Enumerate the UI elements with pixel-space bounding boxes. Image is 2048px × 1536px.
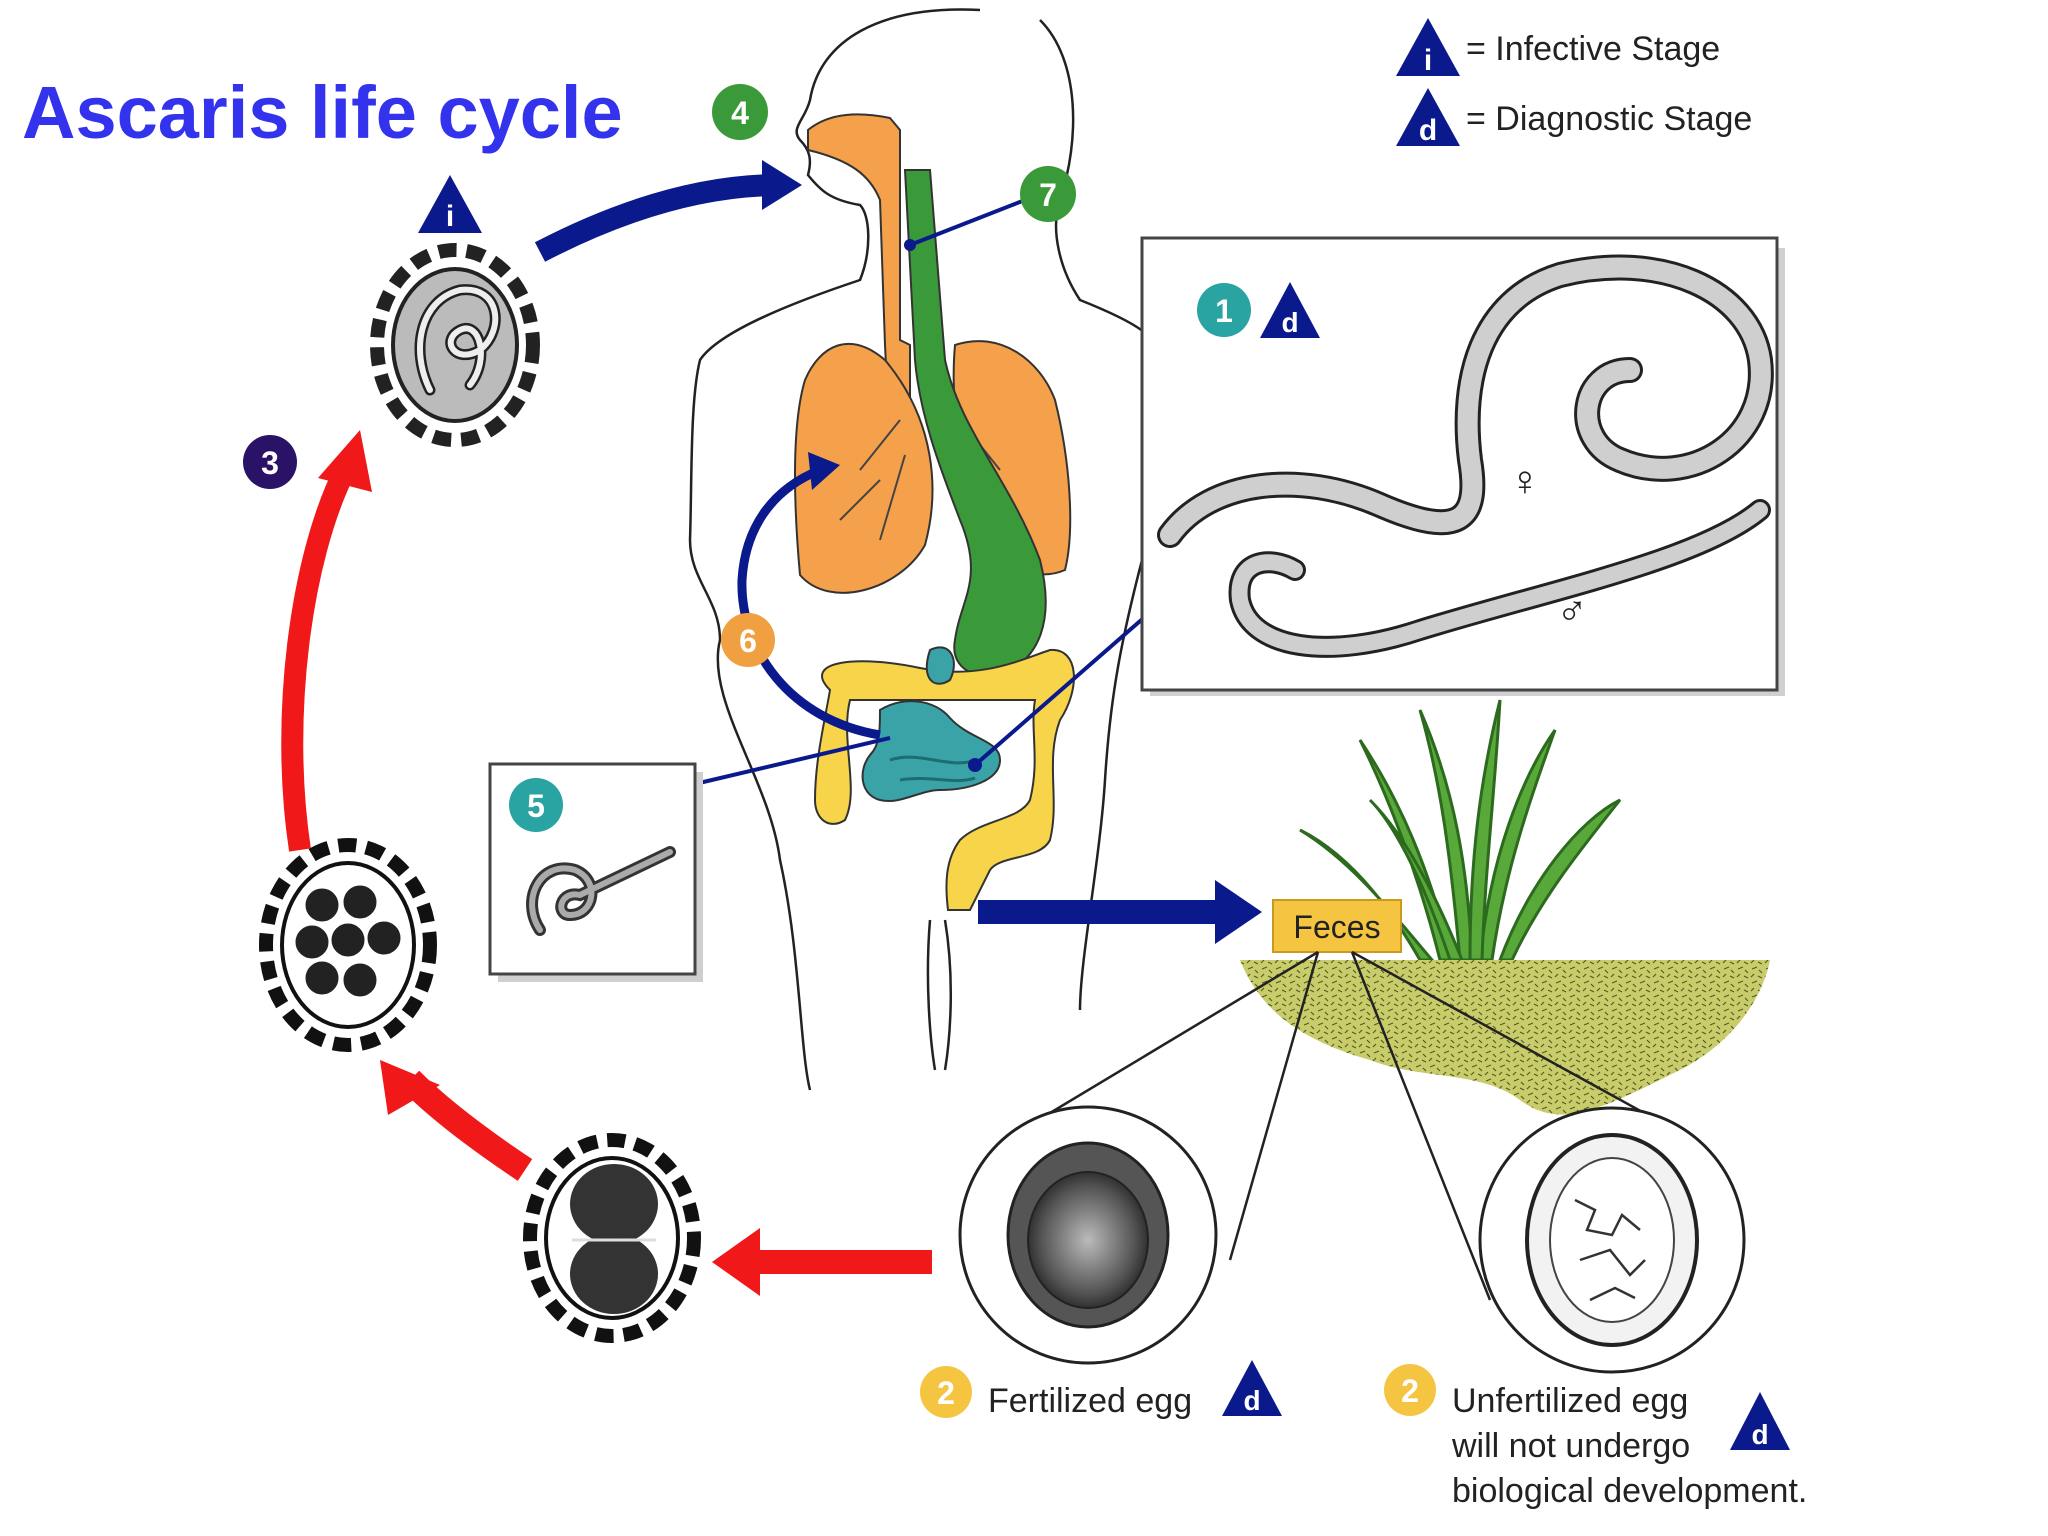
step-2-badge-fertilized xyxy=(920,1366,972,1418)
svg-text:d: d xyxy=(1751,1419,1768,1450)
svg-text:3: 3 xyxy=(261,445,279,481)
page-title: Ascaris life cycle xyxy=(22,71,623,154)
unfertilized-egg-label-group: 2 Unfertilized egg will not undergo biol… xyxy=(1384,1364,1807,1510)
red-arrow-left xyxy=(281,465,355,852)
step-4-badge: 4 xyxy=(712,84,768,140)
excretion-arrowhead xyxy=(1215,880,1262,944)
unfertilized-egg-circle xyxy=(1478,1106,1746,1374)
step-2-badge-unfertilized xyxy=(1384,1364,1436,1416)
step1-pointer xyxy=(973,606,1157,767)
adult-worms-panel: ♀ ♂ xyxy=(1140,236,1785,696)
svg-text:4: 4 xyxy=(731,95,749,131)
step-7-badge: 7 xyxy=(1020,166,1076,222)
fertilized-egg-label: Fertilized egg xyxy=(988,1382,1192,1420)
female-symbol: ♀ xyxy=(1509,457,1541,504)
svg-text:d: d xyxy=(1243,1385,1260,1416)
svg-text:d: d xyxy=(1419,114,1437,147)
large-intestine xyxy=(813,648,1075,911)
fertilized-egg-label-group: 2 Fertilized egg d xyxy=(920,1360,1282,1420)
red-arrow-lower-left xyxy=(400,1070,533,1181)
red-arrow-bottom xyxy=(760,1250,932,1274)
unfertilized-egg-label-3: biological development. xyxy=(1452,1472,1807,1510)
magnification-lines xyxy=(1029,950,1676,1301)
svg-text:5: 5 xyxy=(527,788,545,824)
svg-text:6: 6 xyxy=(739,623,757,659)
fertilized-egg xyxy=(1006,1141,1170,1329)
step7-pointer xyxy=(909,198,1026,247)
human-body-outline xyxy=(688,8,1157,1091)
egg-two-cell xyxy=(523,1133,701,1343)
step-5-badge: 5 xyxy=(509,778,563,832)
svg-text:2: 2 xyxy=(937,1375,955,1411)
step5-pointer xyxy=(677,736,891,790)
feces-box xyxy=(1272,899,1402,953)
unfertilized-egg-label-2: will not undergo xyxy=(1451,1427,1690,1465)
infective-marker-icon: i xyxy=(418,175,482,233)
legend: i = Infective Stage d = Diagnostic Stage xyxy=(1396,18,1752,147)
legend-infective-label: = Infective Stage xyxy=(1466,30,1720,68)
svg-text:7: 7 xyxy=(1039,177,1057,213)
legend-diagnostic-label: = Diagnostic Stage xyxy=(1466,100,1752,138)
step-1-badge: 1 xyxy=(1197,283,1251,337)
diagnostic-marker-icon: d xyxy=(1730,1392,1790,1450)
step-3-badge: 3 xyxy=(243,435,297,489)
egg-morula xyxy=(259,838,437,1052)
svg-text:i: i xyxy=(1424,44,1432,77)
ingestion-arrow xyxy=(534,174,781,262)
migration-arrow xyxy=(737,465,881,740)
svg-text:d: d xyxy=(1281,307,1298,338)
diagnostic-marker-icon: d xyxy=(1260,282,1320,338)
svg-text:i: i xyxy=(446,200,454,233)
unfertilized-egg-label-1: Unfertilized egg xyxy=(1452,1382,1688,1420)
fertilized-egg-circle xyxy=(958,1105,1218,1365)
small-intestine xyxy=(861,646,1002,802)
diagnostic-stage-icon: d xyxy=(1396,88,1460,147)
svg-text:1: 1 xyxy=(1215,293,1233,329)
male-symbol: ♂ xyxy=(1556,587,1588,634)
svg-text:2: 2 xyxy=(1401,1373,1419,1409)
excretion-arrow xyxy=(978,900,1218,924)
ingestion-arrowhead xyxy=(762,160,802,210)
development-arrows xyxy=(281,430,932,1296)
diagnostic-marker-icon: d xyxy=(1222,1360,1282,1416)
red-arrowhead-bottom xyxy=(712,1228,760,1296)
step-6-badge: 6 xyxy=(721,613,775,667)
red-arrowhead-lower-left xyxy=(380,1060,440,1115)
egg-larvated xyxy=(370,243,540,447)
migration-arrowhead xyxy=(808,452,840,490)
infective-stage-icon: i xyxy=(1396,18,1460,77)
unfertilized-egg xyxy=(1525,1133,1699,1347)
red-arrowhead-left xyxy=(318,430,372,492)
feces-label: Feces xyxy=(1293,909,1380,945)
